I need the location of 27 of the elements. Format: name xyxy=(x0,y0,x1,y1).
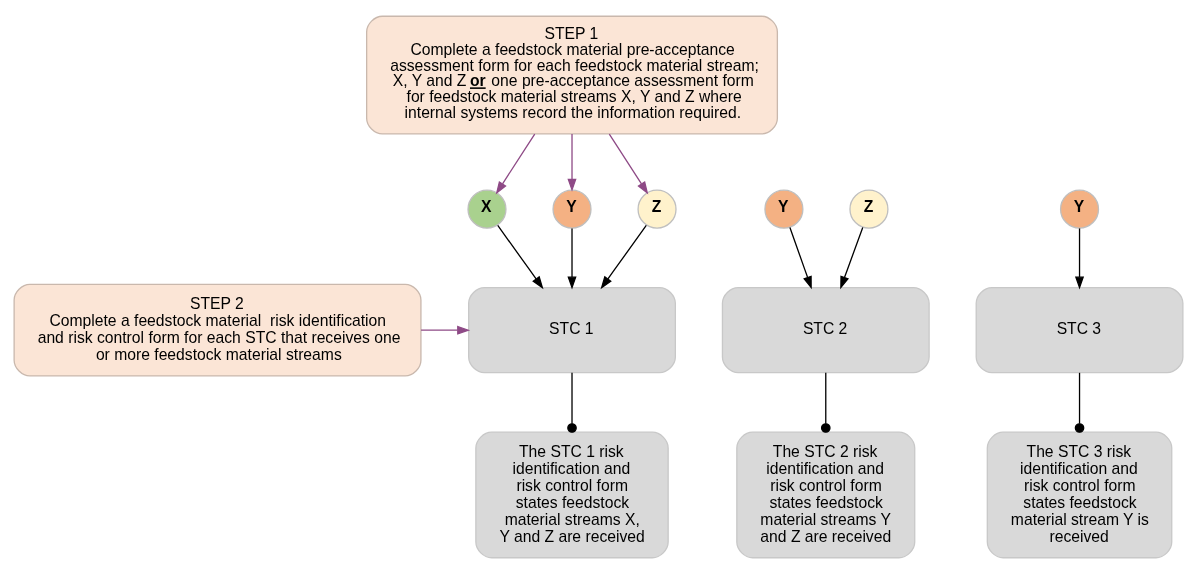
connector xyxy=(820,371,831,433)
node-box: The STC 1 risk identification and risk control form states feedstock material streams X, Y and Z are received xyxy=(475,431,669,558)
arrow xyxy=(497,224,544,289)
node-circle: Y xyxy=(552,189,592,229)
node-box: The STC 3 risk identification and risk control form states feedstock material stream Y is received xyxy=(986,431,1173,558)
node-box: STC 3 xyxy=(975,286,1184,373)
node-box: STEP 2 Complete a feedstock material risk identification and risk control form for each STC that receives one or more feedstock material streams xyxy=(13,283,422,377)
node-circle: Z xyxy=(849,189,889,229)
arrow xyxy=(495,132,536,194)
node-box: The STC 2 risk identification and risk control form states feedstock material streams Y and Z are received xyxy=(736,431,916,558)
arrow xyxy=(567,132,577,192)
node-box: STC 2 xyxy=(721,286,930,373)
connector xyxy=(1074,371,1085,433)
node-circle: Y xyxy=(1059,189,1100,229)
arrow xyxy=(600,224,647,289)
node-circle: Y xyxy=(764,189,804,229)
arrow xyxy=(420,325,471,335)
connector xyxy=(567,371,577,433)
arrow xyxy=(608,132,649,194)
arrow xyxy=(1074,227,1085,290)
node-circle: X xyxy=(467,189,507,229)
arrow xyxy=(567,227,577,290)
node-box: STC 1 xyxy=(468,286,676,373)
node-box: STEP 1 Complete a feedstock material pre-acceptance assessment form for each feedstock material stream; X, Y and Z or one pre-acceptance assessment form for feedstock material streams X, Y and Z where internal systems record the information required. xyxy=(366,15,779,135)
arrow xyxy=(840,226,864,289)
arrow xyxy=(789,226,812,289)
node-circle: Z xyxy=(637,189,677,229)
